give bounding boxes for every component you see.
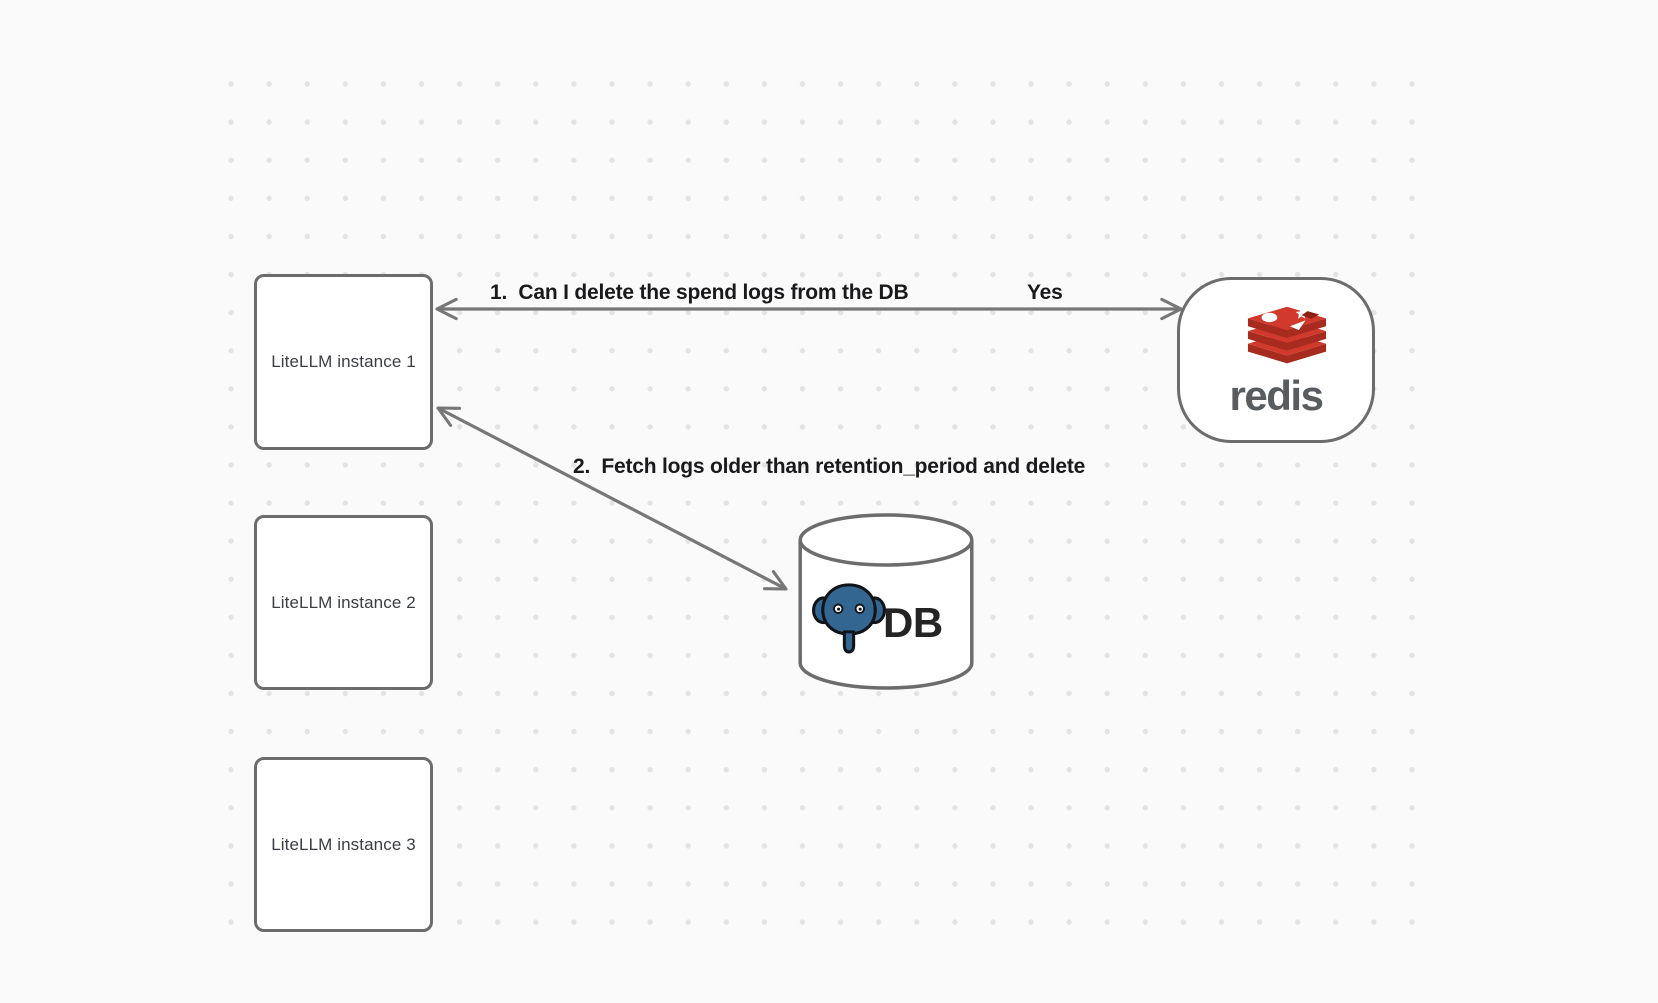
db-label: DB xyxy=(883,599,943,646)
node-litellm-instance-2: LiteLLM instance 2 xyxy=(254,515,433,690)
node-db: DB xyxy=(797,511,975,692)
node-litellm-instance-3: LiteLLM instance 3 xyxy=(254,757,433,932)
edge2-label: 2. Fetch logs older than retention_perio… xyxy=(573,455,1086,478)
redis-wordmark: redis xyxy=(1229,372,1324,419)
db-cylinder-shape xyxy=(798,513,974,690)
litellm-instance-2-label: LiteLLM instance 2 xyxy=(271,592,416,612)
litellm-instance-1-label: LiteLLM instance 1 xyxy=(271,352,416,371)
node-litellm-instance-1: LiteLLM instance 1 xyxy=(254,274,433,450)
edge1-response-label: Yes xyxy=(1027,281,1063,304)
redis-cube-icon xyxy=(1247,306,1327,364)
litellm-instance-3-label: LiteLLM instance 3 xyxy=(271,834,416,854)
postgresql-elephant-icon xyxy=(812,583,886,654)
edge1-question-label: 1. Can I delete the spend logs from the … xyxy=(490,281,909,304)
node-redis: redis xyxy=(1177,277,1375,443)
